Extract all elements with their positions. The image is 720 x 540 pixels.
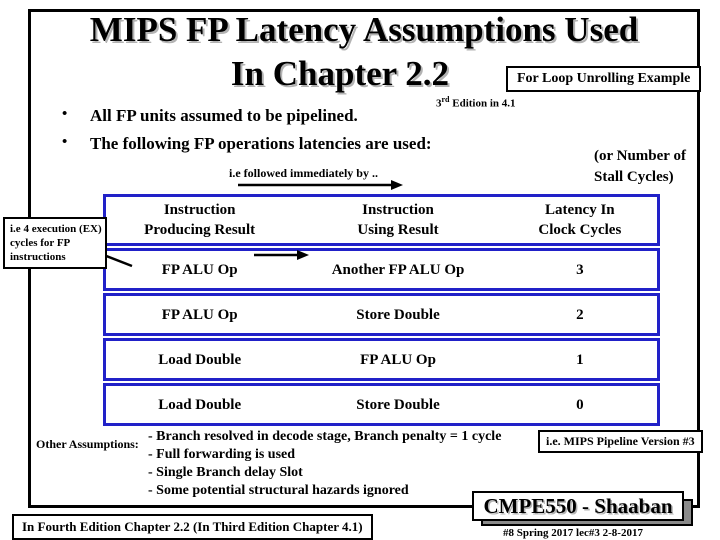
- loop-unrolling-note-box: For Loop Unrolling Example: [506, 66, 702, 92]
- cell-latency: 1: [576, 351, 584, 368]
- cell-producing: FP ALU Op: [161, 261, 238, 278]
- column-header-using-line1: Instruction: [362, 202, 434, 218]
- cell-producing: Load Double: [158, 351, 242, 368]
- assumption-item: - Some potential structural hazards igno…: [148, 483, 409, 498]
- cell-producing: Load Double: [158, 396, 242, 413]
- cell-producing: FP ALU Op: [161, 306, 238, 323]
- table-row: Load Double FP ALU Op 1: [103, 338, 660, 381]
- bullet-icon: •: [62, 106, 68, 122]
- edition-note: 3rd Edition in 4.1: [436, 95, 516, 110]
- cell-using: FP ALU Op: [360, 351, 436, 368]
- course-title-box: CMPE550 - Shaaban: [472, 491, 684, 521]
- table-row: FP ALU Op Store Double 2: [103, 293, 660, 336]
- bullet-item-2: • The following FP operations latencies …: [62, 134, 432, 154]
- bullet-icon: •: [62, 134, 68, 150]
- assumption-item: - Full forwarding is used: [148, 447, 296, 462]
- assumptions-list: - Branch resolved in decode stage, Branc…: [148, 428, 548, 500]
- column-header-producing-line2: Producing Result: [144, 222, 256, 238]
- slide-footer-meta: #8 Spring 2017 lec#3 2-8-2017: [503, 527, 643, 539]
- column-header-latency: Latency In Clock Cycles: [503, 200, 657, 240]
- bullet-text-2: The following FP operations latencies ar…: [90, 134, 432, 153]
- edition-note-num: 3: [436, 97, 442, 110]
- pipeline-version-note-box: i.e. MIPS Pipeline Version #3: [538, 430, 703, 453]
- stall-cycles-note-line1: (or Number of: [594, 148, 686, 164]
- edition-note-sup: rd: [441, 95, 450, 104]
- column-header-using-line2: Using Result: [357, 222, 439, 238]
- assumption-item: - Single Branch delay Slot: [148, 465, 303, 480]
- followed-immediately-note: i.e followed immediately by ..: [229, 166, 378, 180]
- table-row: Load Double Store Double 0: [103, 383, 660, 426]
- cell-using: Store Double: [356, 396, 440, 413]
- cell-latency: 3: [576, 261, 584, 278]
- cell-using: Another FP ALU Op: [331, 261, 465, 278]
- other-assumptions-label: Other Assumptions:: [36, 437, 139, 451]
- cell-latency: 0: [576, 396, 584, 413]
- execution-cycles-callout: i.e 4 execution (EX) cycles for FP instr…: [3, 217, 107, 269]
- right-arrow-icon: [238, 180, 403, 190]
- cell-latency: 2: [576, 306, 584, 323]
- column-header-producing: Instruction Producing Result: [106, 200, 293, 240]
- column-header-using: Instruction Using Result: [293, 200, 502, 240]
- table-row: FP ALU Op Another FP ALU Op 3: [103, 248, 660, 291]
- column-header-producing-line1: Instruction: [163, 202, 236, 218]
- latency-table-header: Instruction Producing Result Instruction…: [103, 194, 660, 246]
- stall-cycles-note-line2: Stall Cycles): [594, 169, 674, 185]
- bullet-text-1: All FP units assumed to be pipelined.: [90, 106, 358, 125]
- page-title-line2: In Chapter 2.2: [230, 54, 450, 93]
- column-header-latency-line1: Latency In: [545, 202, 615, 218]
- page-title-line1: MIPS FP Latency Assumptions Used: [89, 10, 639, 49]
- cell-using: Store Double: [356, 306, 440, 323]
- edition-note-rest: Edition in 4.1: [449, 97, 516, 110]
- right-arrow-icon: [254, 250, 309, 260]
- bullet-item-1: • All FP units assumed to be pipelined.: [62, 106, 358, 126]
- edition-reference-box: In Fourth Edition Chapter 2.2 (In Third …: [12, 514, 373, 540]
- assumption-item: - Branch resolved in decode stage, Branc…: [148, 429, 502, 444]
- column-header-latency-line2: Clock Cycles: [538, 222, 622, 238]
- stall-cycles-note: (or Number of Stall Cycles): [594, 146, 686, 188]
